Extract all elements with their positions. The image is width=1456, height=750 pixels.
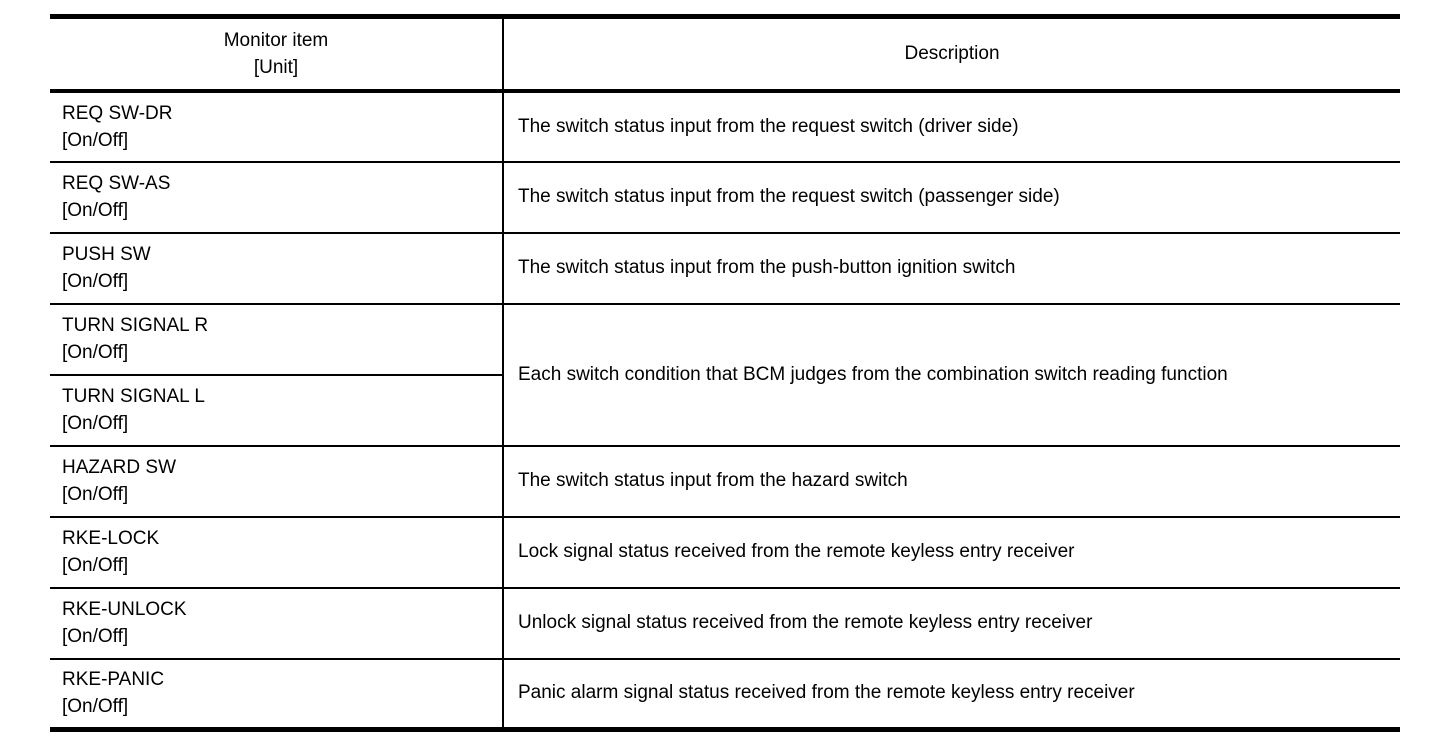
monitor-item-unit: [On/Off] bbox=[62, 413, 129, 434]
monitor-items-table: Monitor item [Unit] Description REQ SW-D… bbox=[50, 14, 1400, 732]
monitor-item-cell: RKE-UNLOCK [On/Off] bbox=[50, 586, 504, 659]
monitor-item-cell: TURN SIGNAL R [On/Off] bbox=[50, 302, 504, 375]
description-cell: The switch status input from the push-bu… bbox=[503, 231, 1400, 304]
monitor-item-name: RKE-LOCK bbox=[62, 528, 160, 549]
monitor-item-cell: RKE-LOCK [On/Off] bbox=[50, 515, 504, 588]
description-cell: The switch status input from the request… bbox=[503, 89, 1400, 162]
monitor-item-unit: [On/Off] bbox=[62, 129, 129, 151]
table-row: REQ SW-DR [On/Off] The switch status inp… bbox=[50, 89, 1400, 162]
table-row: TURN SIGNAL R [On/Off] Each switch condi… bbox=[50, 302, 1400, 446]
monitor-item-unit: [On/Off] bbox=[62, 555, 129, 576]
monitor-item-cell: PUSH SW [On/Off] bbox=[50, 231, 504, 304]
monitor-item-unit: [On/Off] bbox=[62, 342, 129, 363]
description-cell: The switch status input from the hazard … bbox=[503, 444, 1400, 517]
monitor-item-cell: HAZARD SW [On/Off] bbox=[50, 444, 504, 517]
monitor-item-name: REQ SW-AS bbox=[62, 173, 171, 194]
monitor-item-cell: TURN SIGNAL L [On/Off] bbox=[50, 373, 504, 446]
description-cell: The switch status input from the request… bbox=[503, 160, 1400, 233]
table-row: RKE-LOCK [On/Off] Lock signal status rec… bbox=[50, 515, 1400, 588]
monitor-item-unit: [On/Off] bbox=[62, 200, 129, 221]
header-description: Description bbox=[503, 16, 1400, 93]
description-cell: Lock signal status received from the rem… bbox=[503, 515, 1400, 588]
table-row: HAZARD SW [On/Off] The switch status inp… bbox=[50, 444, 1400, 517]
monitor-item-unit: [On/Off] bbox=[62, 484, 129, 505]
header-monitor-item-label: Monitor item bbox=[223, 29, 329, 51]
table-row: RKE-PANIC [On/Off] Panic alarm signal st… bbox=[50, 657, 1400, 730]
monitor-item-name: HAZARD SW bbox=[62, 457, 176, 478]
monitor-item-unit: [On/Off] bbox=[62, 271, 129, 292]
monitor-item-name: RKE-PANIC bbox=[62, 669, 165, 691]
monitor-item-name: PUSH SW bbox=[62, 244, 151, 265]
header-monitor-item: Monitor item [Unit] bbox=[50, 16, 504, 93]
description-cell: Unlock signal status received from the r… bbox=[503, 586, 1400, 659]
table-row: TURN SIGNAL L [On/Off] bbox=[50, 373, 1400, 446]
document-page: Monitor item [Unit] Description REQ SW-D… bbox=[50, 14, 1400, 732]
header-row: Monitor item [Unit] Description bbox=[50, 16, 1400, 93]
monitor-item-cell: RKE-PANIC [On/Off] bbox=[50, 657, 504, 730]
monitor-item-cell: REQ SW-AS [On/Off] bbox=[50, 160, 504, 233]
monitor-item-name: TURN SIGNAL R bbox=[62, 315, 209, 336]
table-row: REQ SW-AS [On/Off] The switch status inp… bbox=[50, 160, 1400, 233]
monitor-item-unit: [On/Off] bbox=[62, 696, 129, 718]
monitor-item-cell: REQ SW-DR [On/Off] bbox=[50, 89, 504, 162]
description-cell-merged: Each switch condition that BCM judges fr… bbox=[503, 302, 1400, 446]
description-cell: Panic alarm signal status received from … bbox=[503, 657, 1400, 730]
header-unit-label: [Unit] bbox=[253, 56, 299, 78]
monitor-item-unit: [On/Off] bbox=[62, 626, 129, 647]
monitor-item-name: REQ SW-DR bbox=[62, 102, 173, 124]
monitor-item-name: TURN SIGNAL L bbox=[62, 386, 205, 407]
monitor-item-name: RKE-UNLOCK bbox=[62, 599, 187, 620]
table-row: RKE-UNLOCK [On/Off] Unlock signal status… bbox=[50, 586, 1400, 659]
table-row: PUSH SW [On/Off] The switch status input… bbox=[50, 231, 1400, 304]
